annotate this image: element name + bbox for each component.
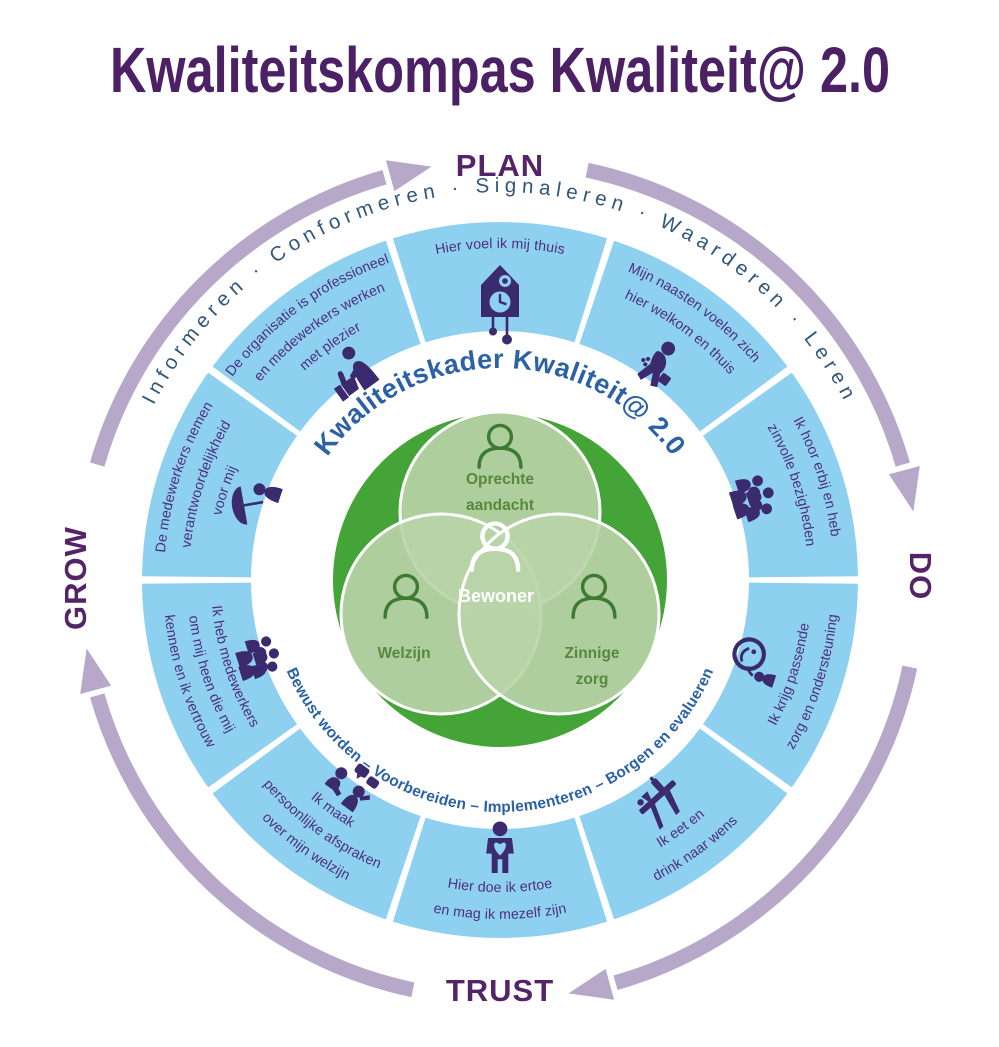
arrow-plan-to-do: [585, 162, 920, 512]
arrow-plan-to-do-head: [888, 465, 920, 512]
arrow-grow-to-plan-shaft: [90, 170, 387, 467]
cycle-arrows: [80, 160, 920, 1000]
compass-label-do: DO: [903, 552, 938, 601]
venn-label-zinnige-zorg: Zinnige: [564, 645, 619, 662]
venn-disc-zinnige-zorg: [457, 512, 661, 716]
venn-label-zinnige-zorg: zorg: [576, 671, 609, 688]
arrow-trust-to-grow: [80, 648, 415, 998]
center-venn: Oprechte aandacht Welzijn Zinnige zorg Bew…: [333, 410, 667, 747]
resident-label: Bewoner: [458, 586, 534, 606]
welzijn-person-icon: [383, 573, 429, 619]
segment-wedge: [702, 582, 858, 788]
statement-ring: Hier voel ik mij thuis Mijn naasten voel…: [142, 222, 858, 938]
arrow-do-to-trust-shaft: [613, 665, 918, 990]
venn-label-welzijn: Welzijn: [377, 645, 430, 662]
arrow-grow-to-plan: [90, 160, 432, 467]
arrow-trust-to-grow-head: [80, 648, 112, 695]
cuckoo-clock-icon: [481, 265, 519, 345]
compass-label-plan: PLAN: [456, 148, 544, 183]
team-group-icon: [235, 636, 279, 682]
segment-wedge: [142, 582, 298, 788]
segment-wedge: [392, 817, 608, 938]
segment-wedge: [702, 372, 858, 578]
oprechte-aandacht-person-icon: [477, 423, 523, 469]
group-of-people-icon: [728, 475, 774, 523]
person-thumbs-up-icon: [333, 346, 380, 402]
arrow-do-to-trust: [568, 665, 918, 1000]
compass-label-trust: TRUST: [446, 973, 554, 1008]
segment-wedge: [212, 728, 421, 920]
statement-line: en mag ik mezelf zijn: [432, 901, 567, 923]
statement-line: Hier voel ik mij thuis: [434, 236, 566, 258]
resident-person-icon: [469, 521, 521, 573]
arrow-trust-to-grow-shaft: [90, 693, 415, 998]
compass-label-grow: GROW: [58, 526, 93, 630]
segment-cuckoo-clock: Hier voel ik mij thuis: [392, 222, 608, 345]
two-people-talking-icon: [324, 763, 380, 813]
zinnige-zorg-person-icon: [571, 573, 617, 619]
resident-center: Bewoner: [458, 521, 534, 606]
segment-wedge: [142, 372, 298, 578]
segment-wedge: [579, 728, 788, 920]
segment-wedge: [579, 240, 788, 432]
visitor-with-bags-icon: [637, 341, 676, 388]
segment-wedge: [212, 240, 421, 432]
arrow-plan-to-do-shaft: [585, 162, 910, 467]
statement-line: Hier doe ik ertoe: [447, 876, 554, 896]
venn-label-oprechte-aandacht: Oprechte: [466, 471, 534, 488]
caregiver-support-icon: [732, 637, 777, 688]
arrow-do-to-trust-head: [568, 968, 615, 1000]
venn-label-oprechte-aandacht: aandacht: [466, 497, 534, 514]
dining-table-icon: [637, 776, 680, 830]
person-under-umbrella-icon: [231, 483, 283, 525]
page-title: Kwaliteitskompas Kwaliteit@ 2.0: [110, 34, 890, 106]
venn-circle-zinnige-zorg: Zinnige zorg: [457, 512, 661, 716]
person-with-heart-icon: [486, 821, 514, 873]
segment-person-with-heart: Hier doe ik ertoe en mag ik mezelf zijn: [392, 817, 608, 938]
arrow-grow-to-plan-head: [385, 160, 432, 192]
